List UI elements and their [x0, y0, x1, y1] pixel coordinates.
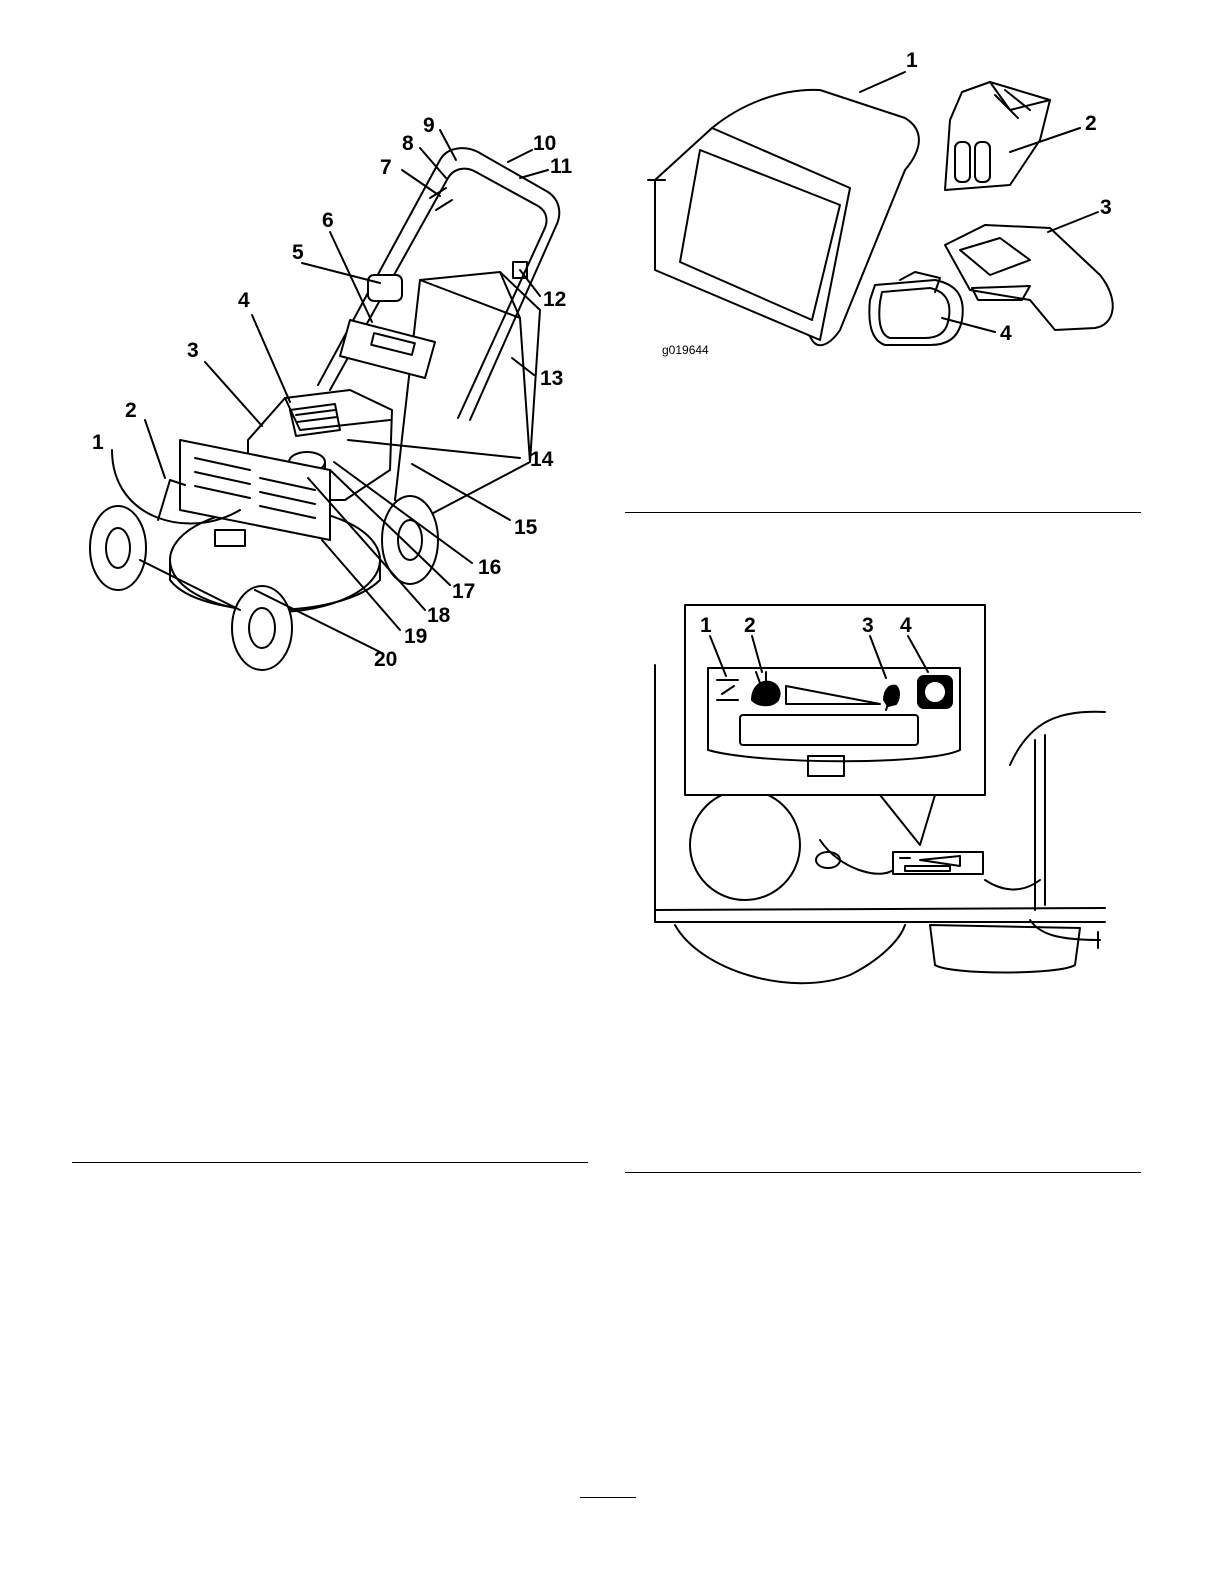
figure-id: g019644	[662, 343, 709, 357]
mower-callout: 20	[374, 649, 397, 670]
accessory-callout: 3	[1100, 197, 1112, 218]
mower-callout: 1	[92, 432, 104, 453]
control-callout: 1	[700, 615, 712, 636]
section-divider	[72, 1162, 588, 1163]
mower-callout: 4	[238, 290, 250, 311]
section-divider	[625, 512, 1141, 513]
mower-callout: 14	[530, 449, 553, 470]
control-decal-illustration	[640, 600, 1120, 1000]
mower-callout: 2	[125, 400, 137, 421]
mower-callout: 17	[452, 581, 475, 602]
mower-callout: 9	[423, 115, 435, 136]
mower-callout: 15	[514, 517, 537, 538]
mower-callout: 5	[292, 242, 304, 263]
page-number-rule	[580, 1497, 636, 1498]
accessory-callout: 2	[1085, 113, 1097, 134]
accessory-callout: 4	[1000, 323, 1012, 344]
mower-callout: 6	[322, 210, 334, 231]
control-callout: 2	[744, 615, 756, 636]
control-callout: 3	[862, 615, 874, 636]
mower-callout: 18	[427, 605, 450, 626]
mower-callout: 13	[540, 368, 563, 389]
mower-callout: 3	[187, 340, 199, 361]
mower-callout: 10	[533, 133, 556, 154]
section-divider	[625, 1172, 1141, 1173]
accessories-illustration	[640, 45, 1140, 365]
mower-callout: 16	[478, 557, 501, 578]
mower-callout: 19	[404, 626, 427, 647]
mower-callout: 8	[402, 133, 414, 154]
mower-illustration	[70, 110, 590, 680]
mower-callout: 12	[543, 289, 566, 310]
mower-callout: 11	[550, 156, 572, 177]
control-callout: 4	[900, 615, 912, 636]
mower-callout: 7	[380, 157, 392, 178]
accessory-callout: 1	[906, 50, 918, 71]
